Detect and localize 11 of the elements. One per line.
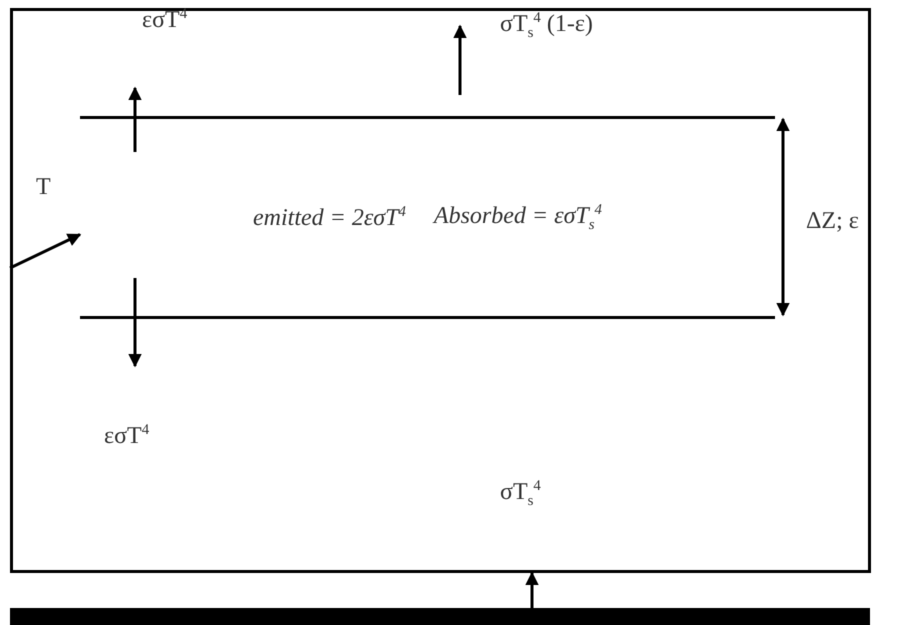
- temperature-label: T: [36, 174, 51, 201]
- equation-text: emitted = 2εσT$^{4}$: [253, 204, 406, 232]
- flux-label: σT$_{s}$$^{4}$ (1-ε): [500, 10, 593, 42]
- ground-surface: [10, 608, 870, 625]
- atmosphere-frame: [10, 8, 871, 573]
- flux-label: εσT$^{4}$: [142, 6, 188, 34]
- atmosphere-layer: [80, 116, 775, 319]
- flux-label: εσT$^{4}$: [104, 422, 150, 450]
- arrow: [525, 572, 539, 608]
- thickness-label: ΔZ; ε: [806, 208, 859, 235]
- arrow: [9, 233, 82, 270]
